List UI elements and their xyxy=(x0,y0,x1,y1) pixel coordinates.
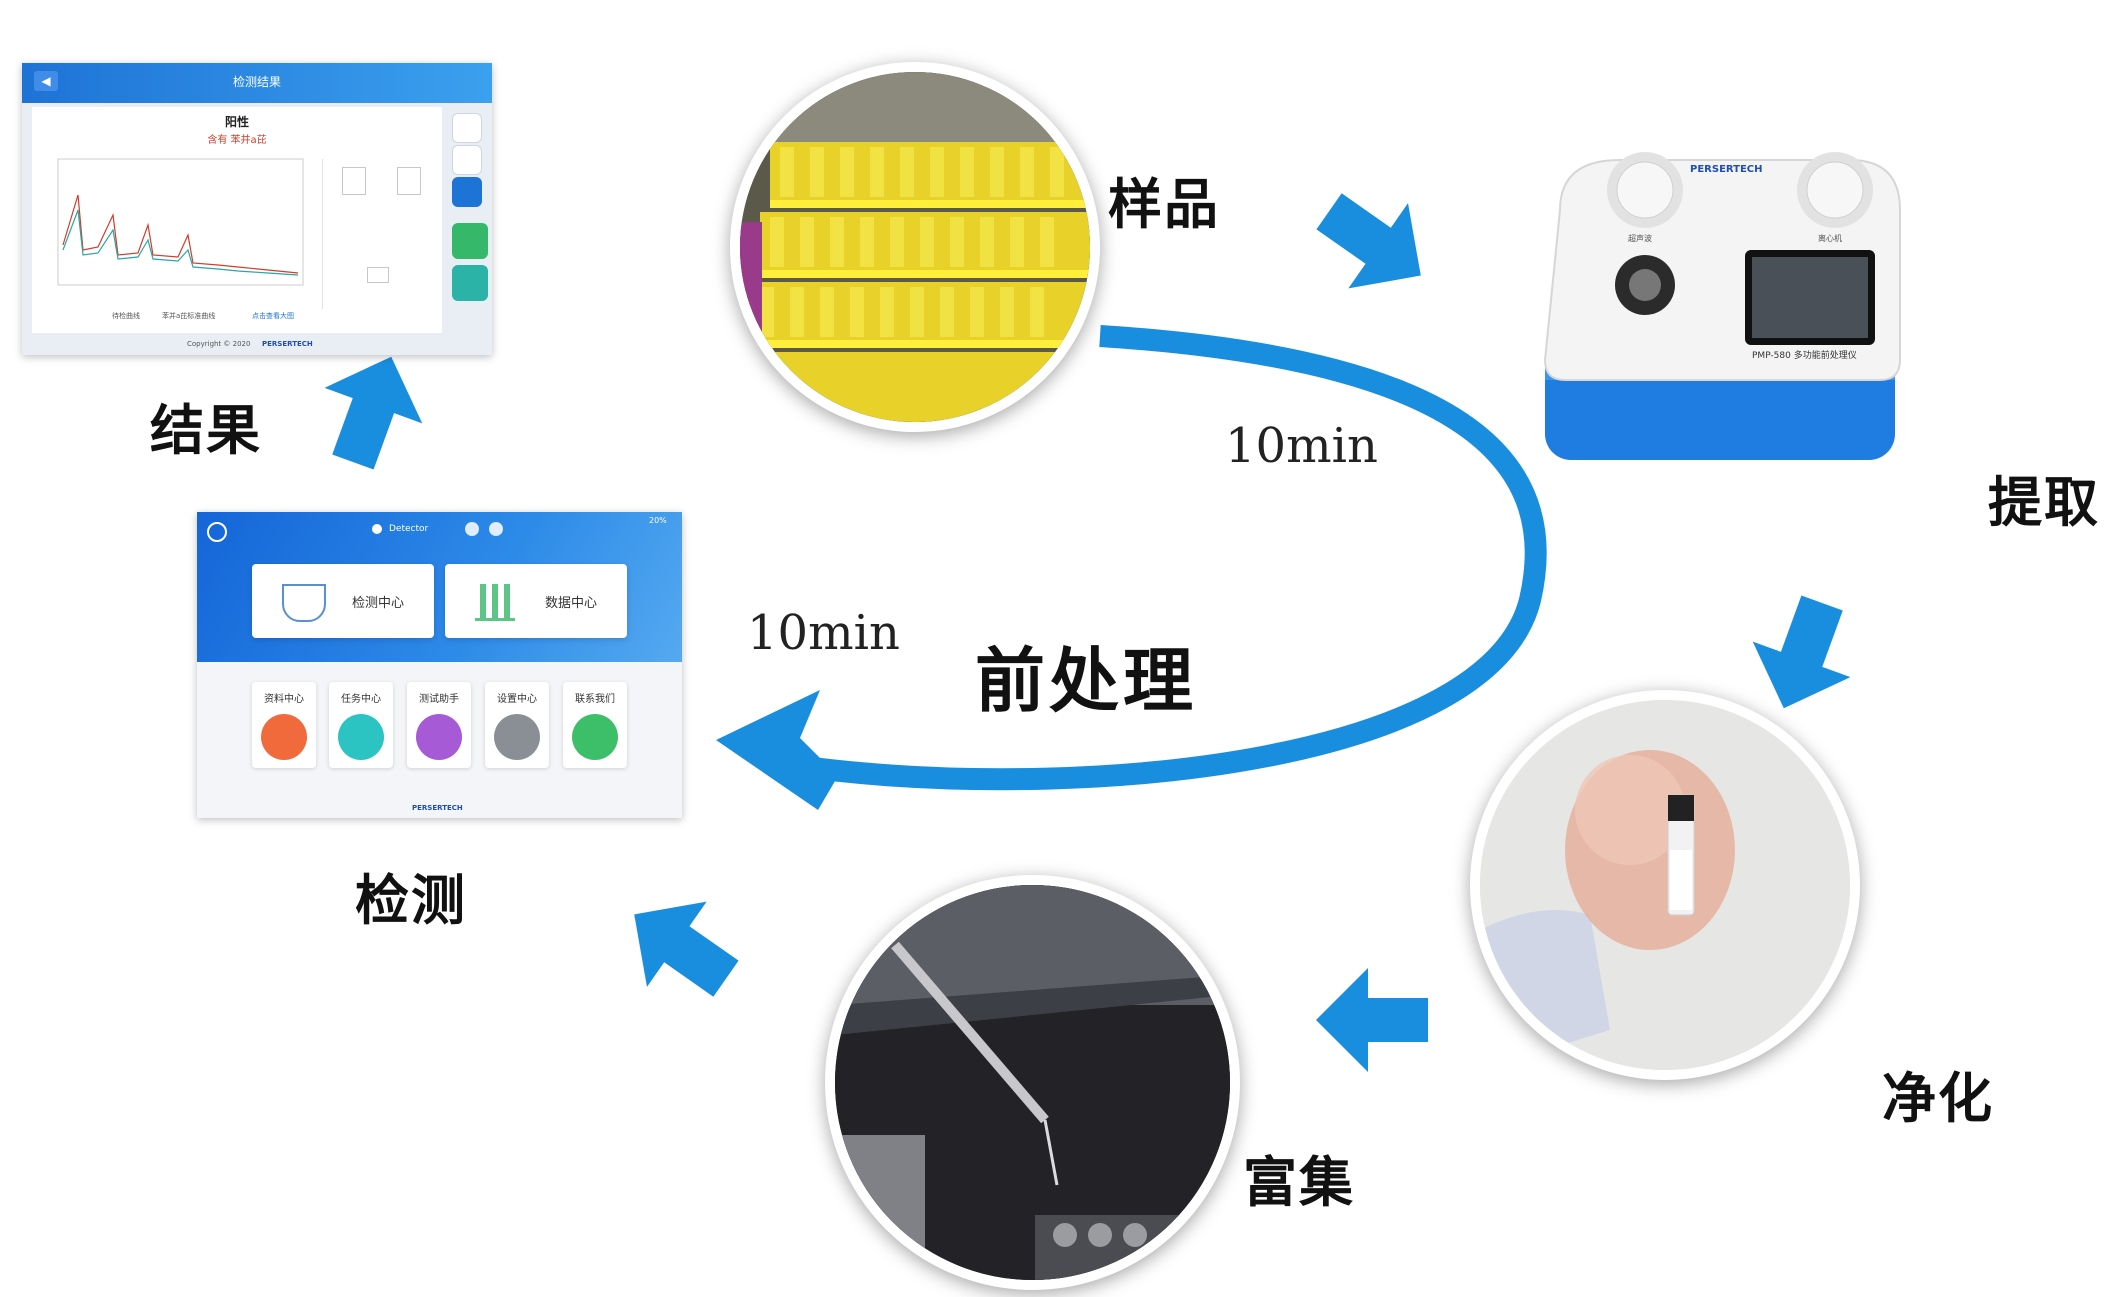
tile-contact-label: 联系我们 xyxy=(575,694,615,705)
home-screen: Detector 20% 检测中心 数据中心 资料中心 任务中心 测试助手 设置… xyxy=(197,512,682,818)
person-icon xyxy=(416,714,462,760)
data-center-label: 数据中心 xyxy=(545,596,598,611)
side-report-button[interactable] xyxy=(452,223,488,259)
device-model-label: PMP-580 多功能前处理仪 xyxy=(1752,351,1857,361)
arrow-purify-to-enrich-icon xyxy=(1316,968,1428,1072)
arrow-enrich-to-detect-icon xyxy=(634,901,739,997)
result-tool-grid xyxy=(322,159,438,309)
result-header xyxy=(22,63,492,103)
camera-icon[interactable] xyxy=(367,267,389,283)
step-label-purify: 净化 xyxy=(1882,1067,1994,1130)
tile-contact[interactable]: 联系我们 xyxy=(563,682,627,768)
side-button-1[interactable] xyxy=(452,113,482,143)
user-name: Detector xyxy=(389,524,429,534)
arrow-detect-to-result-icon xyxy=(324,356,423,470)
home-brand: PERSERTECH xyxy=(412,804,463,812)
step-label-extract: 提取 xyxy=(1988,471,2100,534)
tile-assistant[interactable]: 测试助手 xyxy=(407,682,471,768)
help-icon[interactable] xyxy=(489,522,503,536)
time-label-left: 10min xyxy=(747,605,900,661)
calendar-icon xyxy=(338,714,384,760)
side-button-help-icon[interactable] xyxy=(452,145,482,175)
sample-photo xyxy=(730,62,1100,432)
time-label-top: 10min xyxy=(1225,418,1378,474)
tile-materials[interactable]: 资料中心 xyxy=(252,682,316,768)
result-screen: ◀ 检测结果 阳性 含有 苯并a芘 待检曲线 苯并a芘标准曲线 点击查看大图 C… xyxy=(22,63,492,355)
report-icon[interactable] xyxy=(342,167,366,195)
enrich-photo xyxy=(825,875,1240,1290)
tile-tasks[interactable]: 任务中心 xyxy=(329,682,393,768)
result-brand: PERSERTECH xyxy=(262,340,313,348)
detect-center-label: 检测中心 xyxy=(352,596,405,611)
tile-settings-label: 设置中心 xyxy=(497,694,537,705)
result-title: 检测结果 xyxy=(232,75,281,89)
data-center-card[interactable]: 数据中心 xyxy=(445,564,627,638)
tile-assistant-label: 测试助手 xyxy=(419,694,459,705)
message-icon[interactable] xyxy=(465,522,479,536)
legend-sample: 待检曲线 xyxy=(112,312,140,320)
device-knob-right-label: 离心机 xyxy=(1818,234,1842,243)
pretreatment-label: 前处理 xyxy=(975,640,1197,722)
battery-level: 20% xyxy=(649,516,667,525)
device-knob-left-label: 超声波 xyxy=(1628,234,1652,243)
flask-icon xyxy=(282,584,326,622)
result-panel: 阳性 含有 苯并a芘 待检曲线 苯并a芘标准曲线 点击查看大图 xyxy=(32,107,442,333)
home-icon[interactable] xyxy=(452,177,482,207)
step-label-result: 结果 xyxy=(150,399,262,462)
tile-tasks-label: 任务中心 xyxy=(341,694,381,705)
result-detail: 含有 苯并a芘 xyxy=(207,135,267,146)
spectrum-chart xyxy=(57,158,304,286)
step-label-detect: 检测 xyxy=(355,869,467,932)
tile-settings[interactable]: 设置中心 xyxy=(485,682,549,768)
gear-icon xyxy=(494,714,540,760)
side-save-button[interactable] xyxy=(452,265,488,301)
detect-center-card[interactable]: 检测中心 xyxy=(252,564,434,638)
tile-materials-label: 资料中心 xyxy=(264,694,304,705)
legend-view-large[interactable]: 点击查看大图 xyxy=(252,312,294,320)
purify-photo xyxy=(1470,690,1860,1080)
phone-icon xyxy=(572,714,618,760)
legend-standard: 苯并a芘标准曲线 xyxy=(162,312,216,320)
copyright: Copyright © 2020 xyxy=(187,340,251,348)
pretreatment-device: PERSERTECH 超声波 离心机 PMP-580 多功能前处理仪 xyxy=(1520,150,1920,470)
save-icon[interactable] xyxy=(397,167,421,195)
bar-chart-icon xyxy=(475,584,515,621)
arrow-sample-to-extract-icon xyxy=(1316,193,1421,289)
back-icon[interactable]: ◀ xyxy=(34,71,58,91)
user-icon xyxy=(372,524,382,534)
device-brand: PERSERTECH xyxy=(1690,164,1763,175)
result-status: 阳性 xyxy=(224,115,249,129)
arc-arrowhead xyxy=(716,690,838,810)
arrow-extract-to-purify-icon xyxy=(1752,595,1851,709)
step-label-enrich: 富集 xyxy=(1243,1151,1355,1214)
document-icon xyxy=(261,714,307,760)
step-label-sample: 样品 xyxy=(1108,173,1220,236)
power-icon[interactable] xyxy=(207,522,227,542)
